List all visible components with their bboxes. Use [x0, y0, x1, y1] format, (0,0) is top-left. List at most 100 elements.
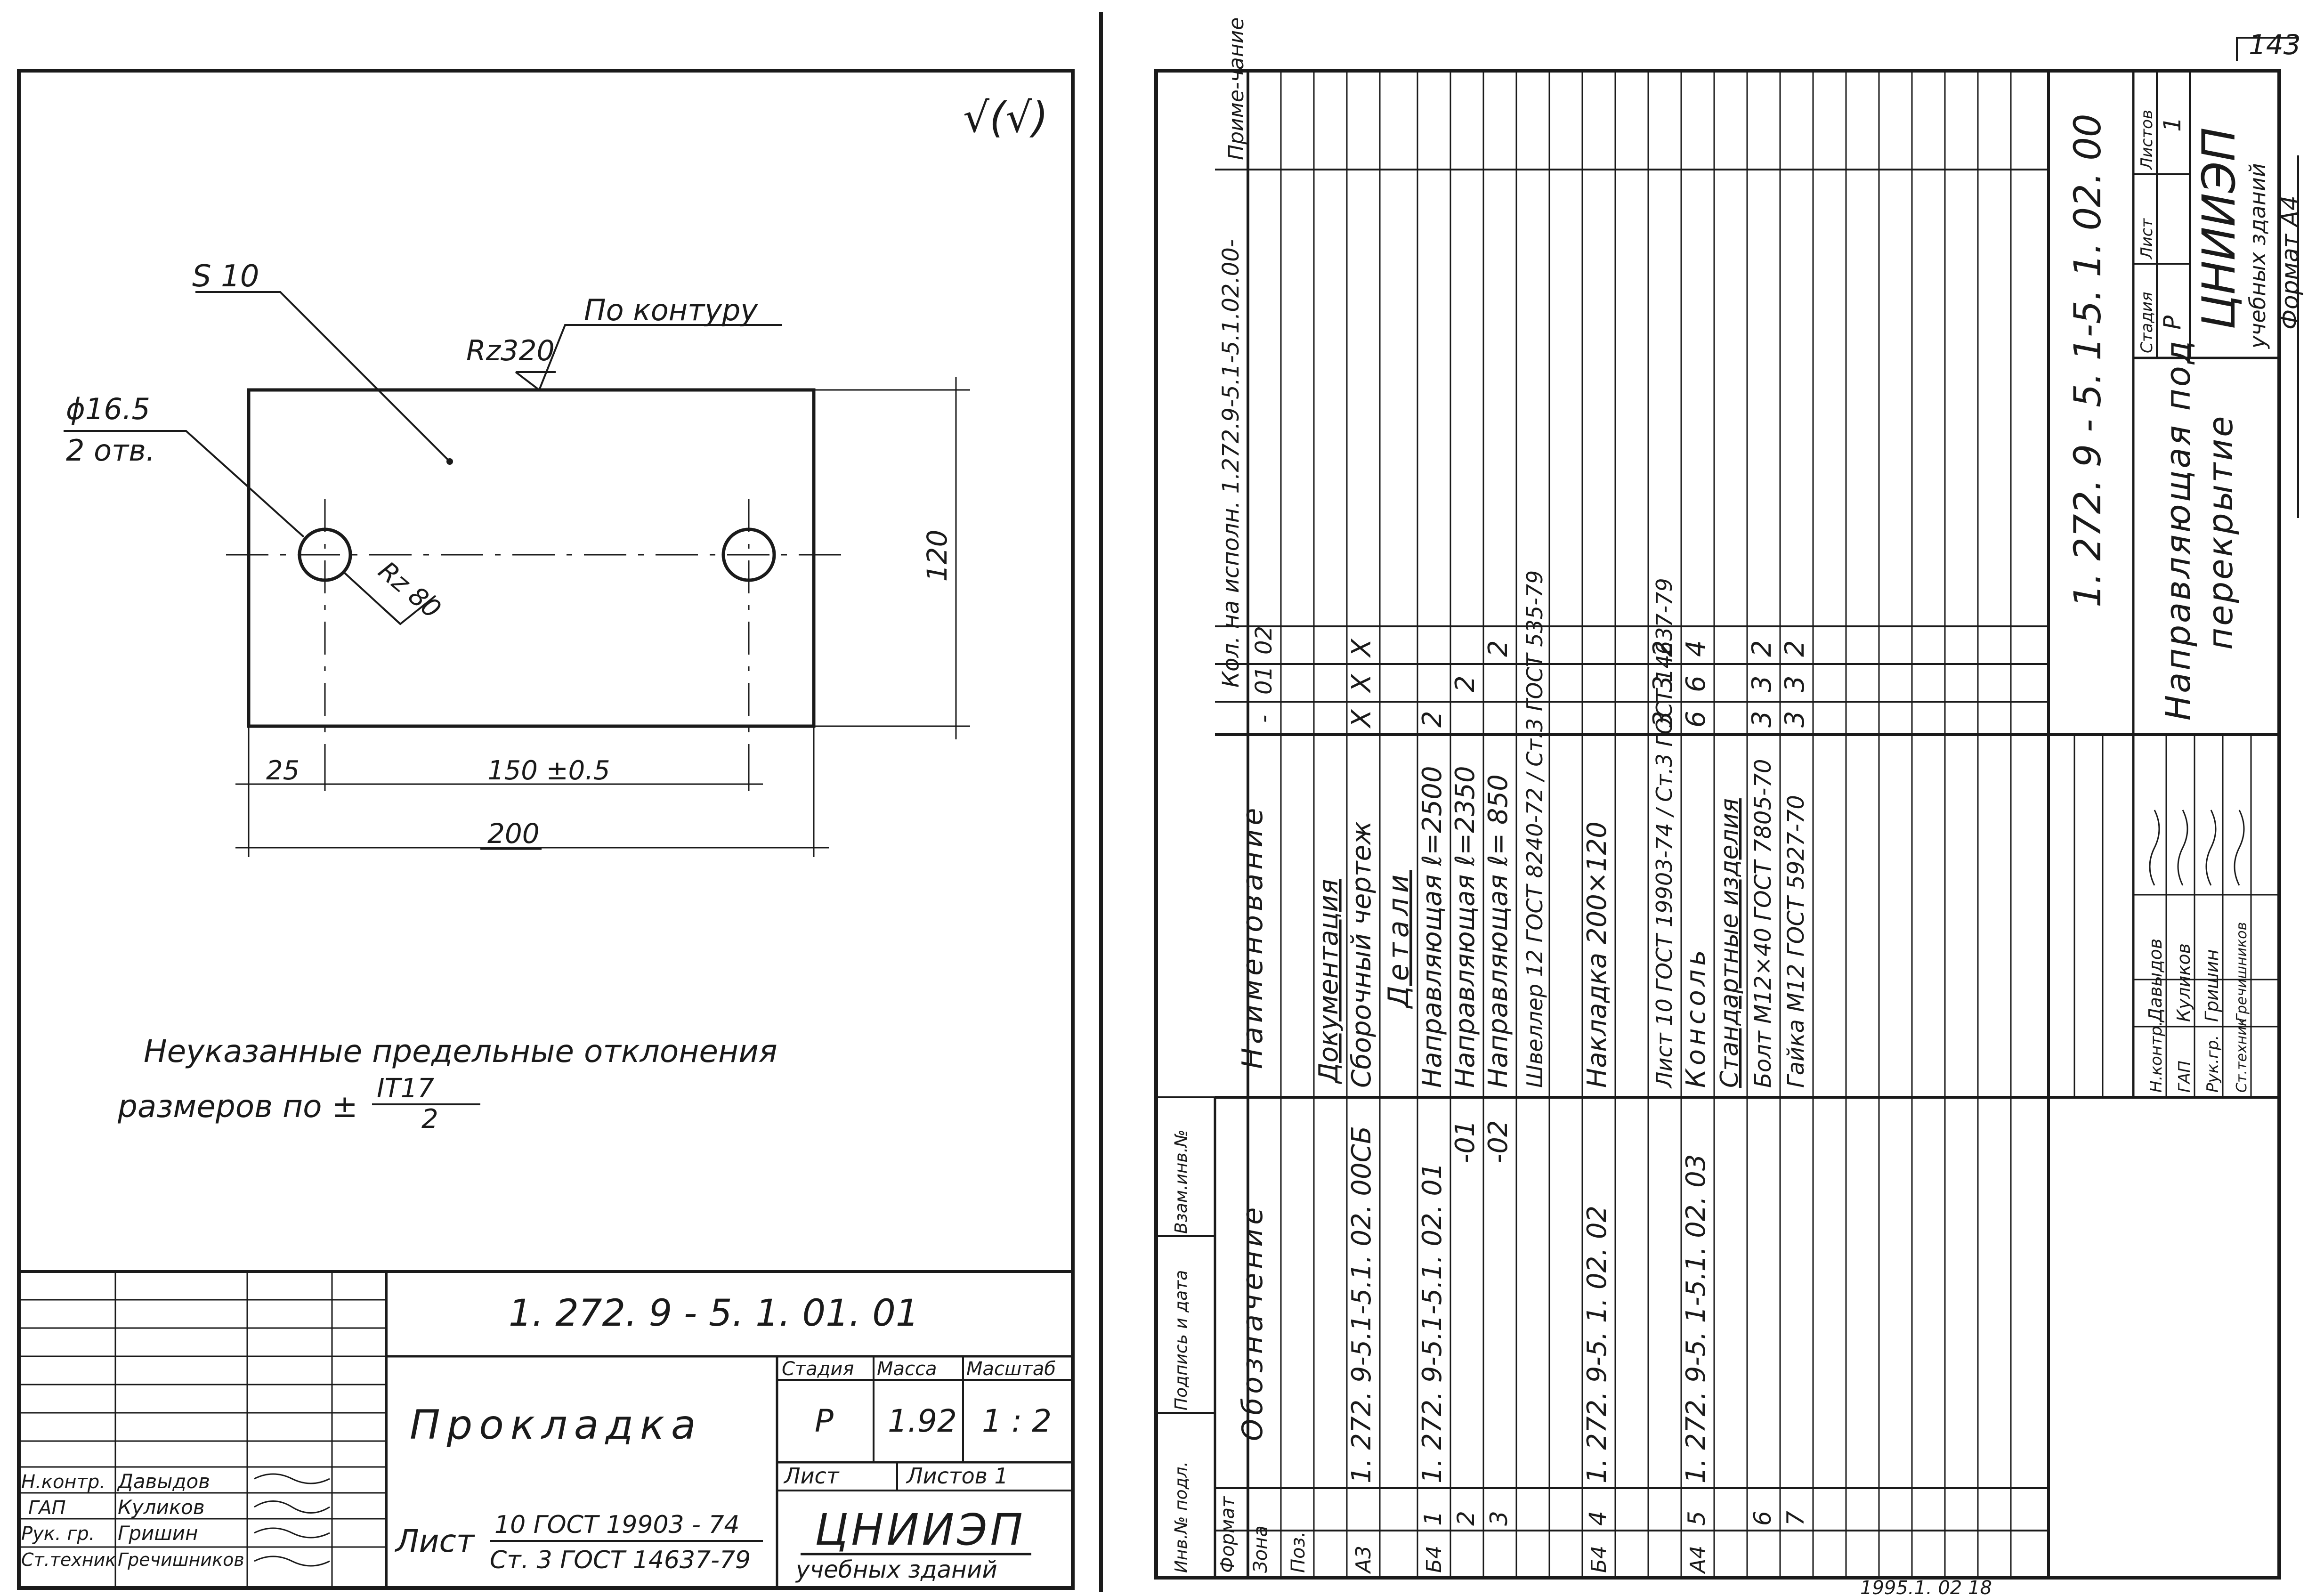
right-role-4: Ст.техник	[2234, 1018, 2250, 1093]
row-name: Болт М12×40 ГОСТ 7805-70	[1750, 759, 1776, 1088]
surface-mark: √(√)	[963, 93, 1048, 142]
right-format-label: Формат А4	[2276, 195, 2304, 330]
qty-col-1: -	[1251, 715, 1277, 723]
row-qty-1: 3	[1648, 711, 1678, 728]
page-number-box	[2236, 37, 2298, 61]
thickness-leader	[195, 291, 451, 462]
plate-outline	[247, 388, 816, 728]
bottom-note: 1995.1. 02 18	[1860, 1577, 1992, 1596]
right-name-4: Гречишников	[2234, 922, 2250, 1022]
spec-row: Стандартные изделия	[1716, 798, 1744, 1088]
hole-leader	[64, 430, 305, 538]
left-sheets-label: Листов 1	[906, 1463, 1008, 1489]
left-designation: 1. 272. 9 - 5. 1. 01. 01	[509, 1292, 919, 1335]
right-designation: 1. 272. 9 - 5. 1-5. 1. 02. 00	[2067, 113, 2109, 608]
spec-header-qty: Кол. на исполн. 1.272.9-5.1-5.1.02.00-	[1218, 239, 1244, 688]
row-qty-2: 3	[1747, 675, 1777, 692]
left-name-2: Куликов	[118, 1496, 205, 1519]
row-designation: -02	[1483, 1120, 1514, 1163]
tolerance-denominator: 2	[421, 1104, 438, 1134]
right-role-2: ГАП	[2175, 1061, 2194, 1093]
spec-row: 7 Гайка М12 ГОСТ 5927-70 3 3 2	[1780, 640, 1810, 1526]
left-name-3: Гришин	[118, 1522, 198, 1545]
left-material-steel: Ст. 3 ГОСТ 14637-79	[490, 1546, 751, 1574]
row-name: Документация	[1313, 879, 1344, 1085]
row-format: Б4	[1587, 1546, 1611, 1573]
left-material-prefix: Лист	[395, 1523, 476, 1559]
spec-row: А3 1. 272. 9-5.1-5.1. 02. 00СБ Сборочный…	[1346, 638, 1377, 1574]
spec-row: 6 Болт М12×40 ГОСТ 7805-70 3 3 2	[1747, 640, 1777, 1526]
spec-header-note: Приме-чание	[1224, 17, 1248, 160]
row-qty-1: 3	[1747, 711, 1777, 728]
right-specification: 143 Инв.№ подл. Подпись и дата Взам.инв.…	[1154, 17, 2304, 1596]
hole-count: 2 отв.	[66, 433, 155, 468]
left-name-4: Гречишников	[118, 1549, 244, 1570]
row-qty-3: 2	[1648, 640, 1678, 657]
thickness-dot	[446, 458, 453, 465]
right-hdr-stage: Стадия	[2138, 292, 2156, 353]
left-signatures	[254, 1473, 330, 1567]
row-pos: 7	[1782, 1511, 1809, 1526]
qty-col-3: 02	[1251, 626, 1277, 655]
row-qty-2: 3	[1780, 675, 1810, 692]
row-qty-3: 2	[1747, 640, 1777, 657]
left-org-name: ЦНИИЭП	[815, 1505, 1026, 1555]
margin-label-3: Взам.инв.№	[1172, 1129, 1191, 1234]
right-org-sub: учебных зданий	[2245, 163, 2270, 349]
hole-roughness: Rz 80	[373, 556, 447, 624]
thickness-label: S 10	[192, 259, 259, 294]
spec-row: Детали	[1382, 870, 1415, 1009]
row-qty-1: X	[1346, 709, 1377, 729]
margin-label-2: Подпись и дата	[1172, 1270, 1191, 1410]
row-name: Сборочный чертеж	[1346, 821, 1377, 1088]
left-hdr-mass: Масса	[877, 1358, 937, 1380]
left-role-2: ГАП	[28, 1497, 66, 1519]
row-designation: 1. 272. 9-5.1-5.1. 02. 00СБ	[1346, 1126, 1377, 1483]
left-title-block: 1. 272. 9 - 5. 1. 01. 01 Прокладка Стади…	[19, 1270, 1073, 1588]
page-number: 143	[2249, 29, 2301, 61]
dim-hole-spacing: 150 ±0.5	[487, 755, 610, 786]
row-qty-2: 2	[1450, 675, 1481, 692]
spec-row: Б4 4 1. 272. 9-5. 1. 02. 02 Накладка 200…	[1582, 821, 1612, 1573]
row-name: Направляющая ℓ= 850	[1483, 774, 1514, 1088]
dim-width: 200	[487, 818, 540, 850]
right-stage: Р	[2159, 315, 2186, 330]
left-hdr-scale: Масштаб	[966, 1358, 1056, 1380]
tolerance-note-line2: размеров по ±	[117, 1088, 358, 1125]
right-sheets: 1	[2159, 117, 2186, 132]
spec-row: Швеллер 12 ГОСТ 8240-72 / Ст.3 ГОСТ 535-…	[1522, 570, 1547, 1088]
row-pos: 5	[1683, 1511, 1710, 1526]
row-qty-1: 3	[1780, 711, 1810, 728]
row-qty-3: X	[1346, 638, 1377, 658]
row-name: Направляющая ℓ=2500	[1417, 766, 1448, 1088]
spec-row: Лист 10 ГОСТ 19903-74 / Ст.3 ГОСТ 14637-…	[1648, 578, 1678, 1089]
tolerance-numerator: IT17	[377, 1073, 434, 1104]
tolerance-note-line1: Неуказанные предельные отклонения	[144, 1033, 777, 1069]
right-title-block: 1. 272. 9 - 5. 1-5. 1. 02. 00 Направляющ…	[2049, 71, 2304, 1099]
roughness-note: По контуру	[584, 293, 758, 327]
row-designation: 1. 272. 9-5.1-5.1. 02. 01	[1417, 1162, 1448, 1483]
left-name-1: Давыдов	[117, 1470, 210, 1493]
left-role-3: Рук. гр.	[21, 1523, 95, 1545]
right-signatures	[2149, 810, 2245, 886]
row-designation: -01	[1450, 1120, 1481, 1163]
spec-header-format: Формат	[1217, 1496, 1239, 1573]
row-format: А4	[1686, 1546, 1710, 1574]
row-qty-3: 2	[1483, 640, 1514, 657]
row-qty-1: 6	[1681, 711, 1711, 728]
hole-roughness-mark	[381, 595, 437, 625]
right-hdr-sheet: Лист	[2138, 218, 2156, 260]
row-pos: 2	[1452, 1511, 1480, 1526]
row-pos: 3	[1485, 1511, 1513, 1526]
roughness-leader	[515, 324, 782, 392]
right-frame	[1154, 69, 2281, 1580]
row-pos: 4	[1584, 1511, 1611, 1526]
row-pos: 6	[1749, 1511, 1776, 1526]
hole-left	[298, 527, 352, 582]
left-material-grade: 10 ГОСТ 19903 - 74	[494, 1511, 740, 1539]
spec-header-zone: Зона	[1250, 1525, 1271, 1573]
qty-col-2: 01	[1251, 666, 1277, 695]
right-name-3: Гришин	[2202, 949, 2222, 1022]
left-role-1: Н.контр.	[21, 1471, 105, 1493]
